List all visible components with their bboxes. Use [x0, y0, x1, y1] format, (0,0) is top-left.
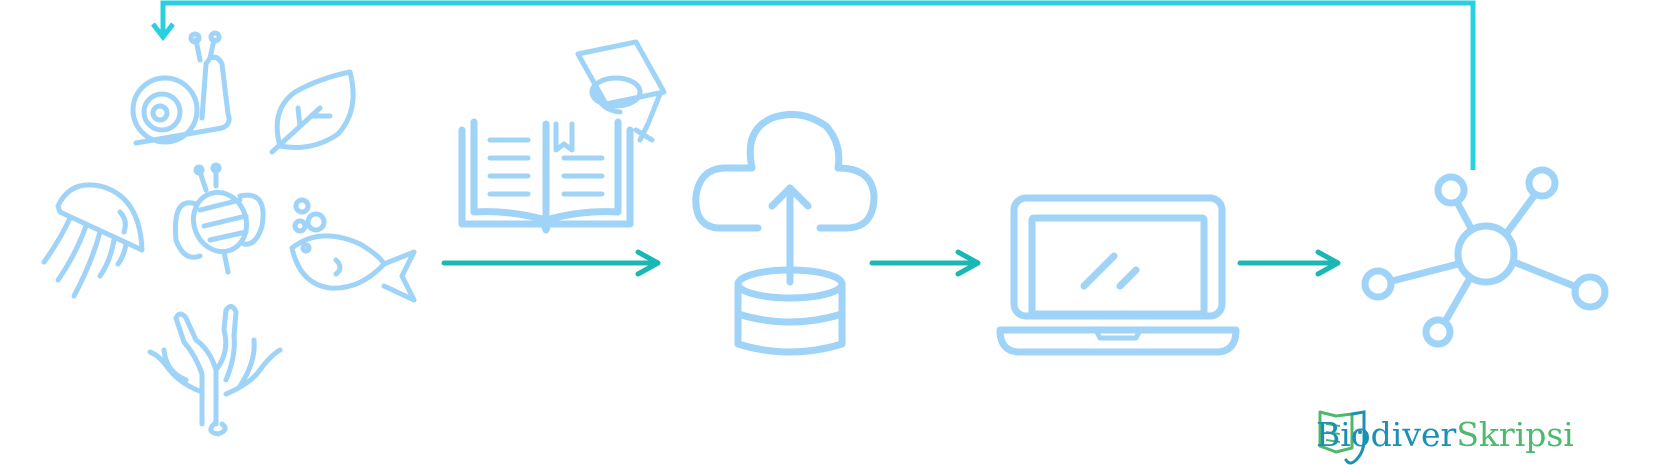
cloud-database-upload-icon [692, 110, 878, 356]
brand-logo: BiodiverSkripsi [1316, 404, 1574, 464]
flow-arrow-1 [441, 249, 661, 277]
brand-name: BiodiverSkripsi [1316, 415, 1574, 454]
feedback-loop-arrow [151, 0, 1476, 170]
coral-icon [147, 304, 283, 437]
leaf-icon [269, 69, 356, 155]
bee-icon [172, 162, 266, 275]
jellyfish-icon [41, 182, 145, 299]
snail-icon [130, 30, 232, 146]
flow-arrow-3 [1237, 249, 1341, 277]
network-hub-icon [1361, 166, 1609, 348]
fish-icon [289, 197, 417, 303]
graduation-cap-icon [575, 39, 667, 143]
flow-arrow-2 [869, 249, 981, 277]
brand-name-part2: Skripsi [1456, 414, 1574, 454]
book-research-icon [458, 39, 667, 234]
brand-name-part1: Biodiver [1316, 414, 1457, 454]
biodiversity-icons [41, 30, 417, 437]
book-logo-icon [1318, 410, 1366, 465]
laptop-icon [996, 194, 1240, 356]
